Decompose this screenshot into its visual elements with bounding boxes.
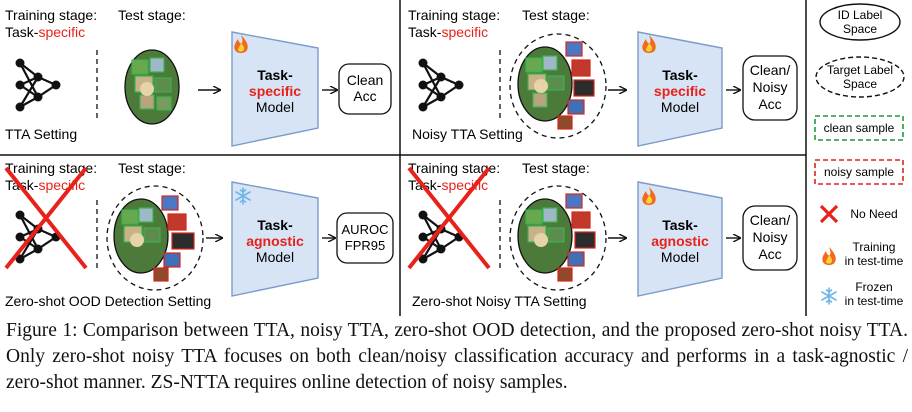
model-title: Task- bbox=[257, 217, 293, 233]
legend-text: Training bbox=[853, 240, 896, 254]
legend-text: noisy sample bbox=[824, 165, 894, 179]
target-label-space-ellipse bbox=[815, 56, 905, 98]
model-title: Task- bbox=[257, 67, 293, 83]
network-icon bbox=[14, 209, 62, 265]
legend-text: No Need bbox=[850, 207, 897, 221]
output-line: Clean/ bbox=[750, 212, 791, 228]
model-block bbox=[231, 181, 319, 297]
legend-text: in test-time bbox=[845, 254, 904, 268]
model-block bbox=[637, 31, 723, 147]
output-line: Noisy bbox=[752, 79, 787, 95]
legend-text: Frozen bbox=[855, 280, 892, 294]
output-line: AUROC bbox=[342, 222, 389, 237]
output-line: Clean bbox=[347, 72, 384, 88]
panel-tta: Training stage: Task-specific Test stage… bbox=[5, 7, 392, 147]
clean-sample-box bbox=[814, 115, 904, 141]
noisy-test-samples-image bbox=[509, 185, 607, 291]
output-box bbox=[336, 212, 394, 264]
ood-test-samples-image bbox=[106, 185, 204, 291]
snowflake-icon bbox=[821, 287, 837, 305]
output-line: Acc bbox=[758, 246, 781, 262]
flame-icon bbox=[822, 247, 836, 265]
network-icon bbox=[14, 57, 62, 113]
model-type: agnostic bbox=[246, 233, 304, 249]
comparison-figure: Training stage: Task-specific Test stage… bbox=[0, 0, 905, 316]
model-type: agnostic bbox=[651, 233, 709, 249]
panel-zero-shot-noisy-tta: Training stage: Task-specific Test stage… bbox=[407, 160, 798, 309]
figure-caption: Figure 1: Comparison between TTA, noisy … bbox=[6, 320, 908, 393]
training-stage-label: Training stage: bbox=[408, 7, 500, 23]
model-word: Model bbox=[661, 249, 699, 265]
output-box bbox=[338, 63, 392, 115]
output-line: Acc bbox=[353, 88, 376, 104]
model-word: Model bbox=[256, 99, 294, 115]
test-stage-label: Test stage: bbox=[522, 160, 590, 176]
test-stage-label: Test stage: bbox=[118, 160, 186, 176]
training-stage-label: Training stage: bbox=[408, 160, 500, 176]
panel-zero-shot-ood: Training stage: Task-specific Test stage… bbox=[4, 160, 394, 309]
setting-label: Zero-shot Noisy TTA Setting bbox=[412, 293, 587, 309]
model-title: Task- bbox=[662, 217, 698, 233]
no-need-cross-icon bbox=[407, 166, 491, 270]
task-specific-label: Task-specific bbox=[408, 24, 488, 40]
setting-label: TTA Setting bbox=[5, 126, 77, 142]
model-word: Model bbox=[661, 99, 699, 115]
legend-text: clean sample bbox=[824, 121, 895, 135]
test-stage-label: Test stage: bbox=[118, 7, 186, 23]
output-box bbox=[742, 55, 798, 121]
no-need-cross-icon bbox=[4, 166, 88, 270]
model-title: Task- bbox=[662, 67, 698, 83]
training-stage-label: Training stage: bbox=[5, 7, 97, 23]
output-line: FPR95 bbox=[345, 238, 385, 253]
setting-label: Zero-shot OOD Detection Setting bbox=[5, 293, 211, 309]
legend-text: Target Label bbox=[827, 63, 893, 77]
model-block bbox=[637, 181, 723, 297]
setting-label: Noisy TTA Setting bbox=[412, 126, 523, 142]
output-line: Noisy bbox=[752, 229, 787, 245]
legend-text: Space bbox=[843, 22, 877, 36]
model-type: specific bbox=[249, 83, 301, 99]
model-word: Model bbox=[256, 249, 294, 265]
output-line: Acc bbox=[758, 96, 781, 112]
noisy-sample-box bbox=[814, 159, 904, 185]
model-type: specific bbox=[654, 83, 706, 99]
model-block bbox=[231, 31, 319, 147]
legend-text: Space bbox=[843, 77, 877, 91]
training-stage-label: Training stage: bbox=[5, 160, 97, 176]
panel-noisy-tta: Training stage: Task-specific Test stage… bbox=[408, 7, 798, 147]
test-samples-image bbox=[124, 49, 180, 125]
output-line: Clean/ bbox=[750, 62, 791, 78]
legend-text: ID Label bbox=[838, 8, 883, 22]
network-icon bbox=[417, 57, 465, 113]
output-box bbox=[742, 205, 798, 271]
legend: ID Label Space Target Label Space clean … bbox=[814, 3, 905, 308]
noisy-test-samples-image bbox=[509, 33, 607, 139]
task-specific-label: Task-specific bbox=[5, 24, 85, 40]
legend-text: in test-time bbox=[845, 294, 904, 308]
cross-icon bbox=[819, 204, 839, 224]
id-label-space-ellipse bbox=[819, 3, 901, 41]
network-icon bbox=[417, 209, 465, 265]
test-stage-label: Test stage: bbox=[522, 7, 590, 23]
